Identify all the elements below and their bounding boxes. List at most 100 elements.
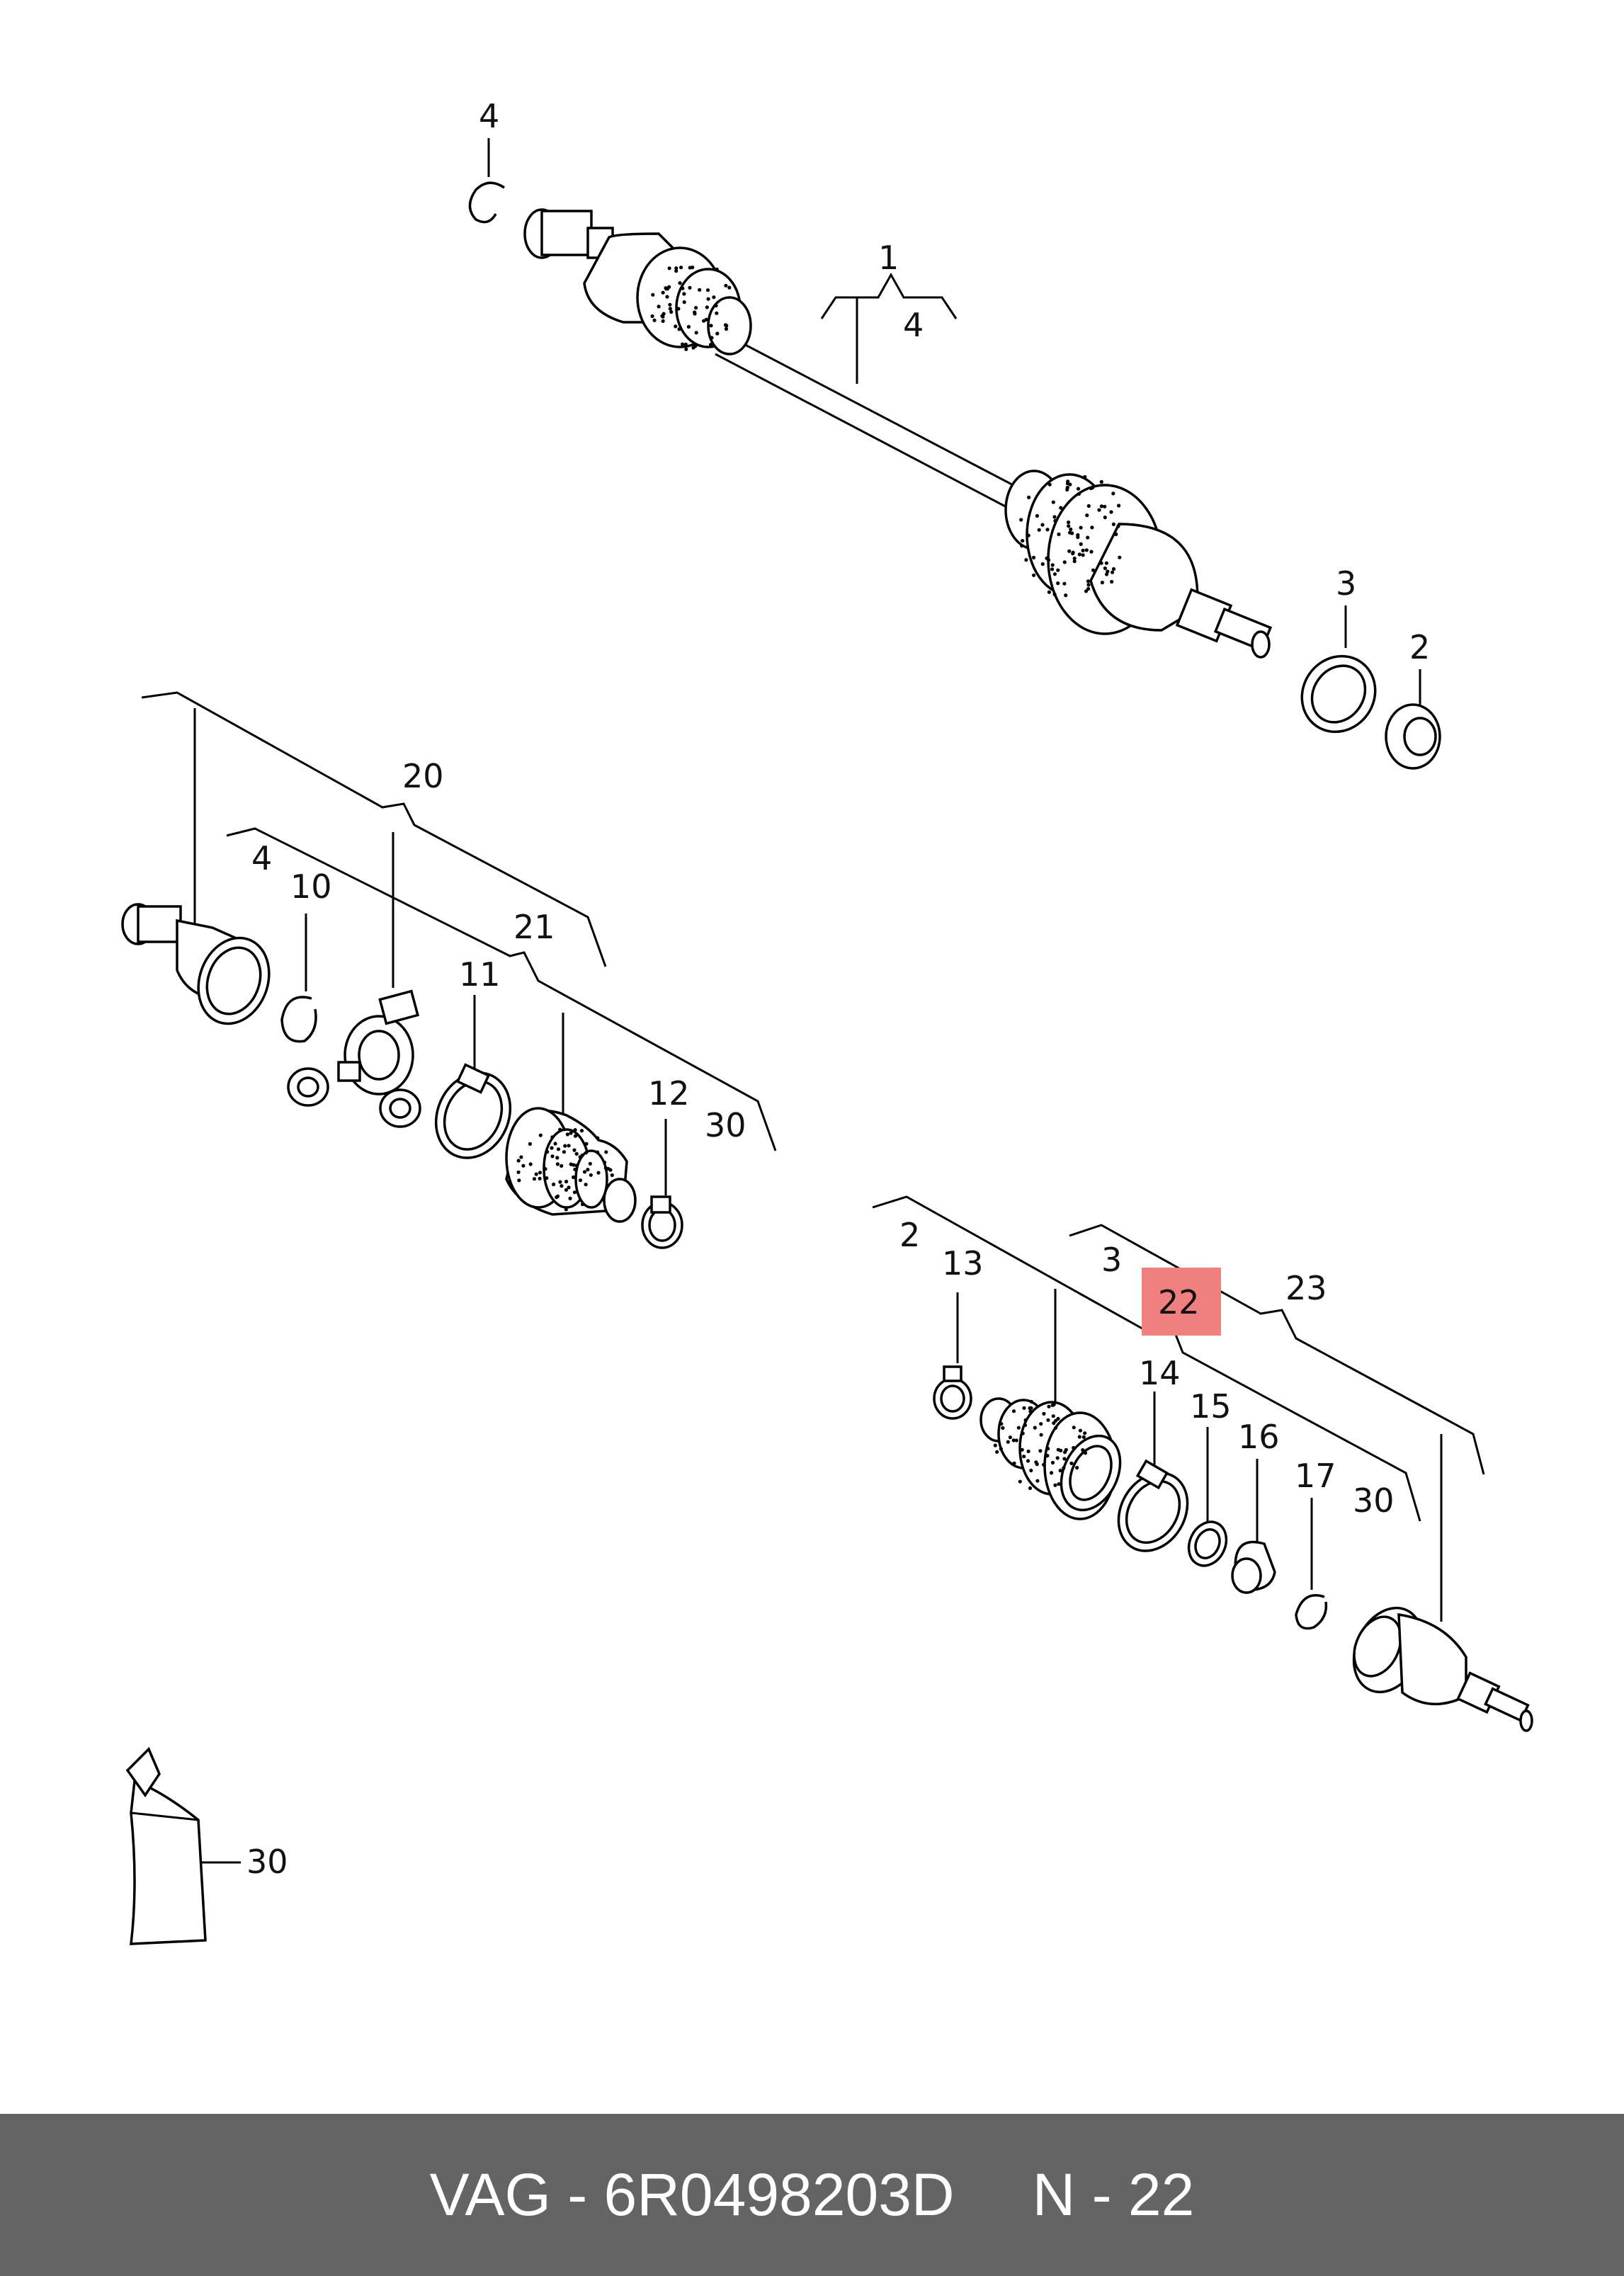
boot-dot	[1097, 508, 1101, 512]
boot-dot	[1028, 1409, 1033, 1413]
tripod-joint-icon	[287, 989, 421, 1128]
boot-dots-outer	[993, 1399, 1088, 1491]
boot-dot	[705, 305, 709, 309]
boot-dot	[1050, 1471, 1054, 1475]
boot-dot	[1045, 528, 1050, 532]
boot-dot	[528, 1162, 533, 1166]
boot-dot	[1032, 573, 1036, 577]
boot-dot	[1033, 1426, 1037, 1430]
boot-dot	[1070, 531, 1074, 535]
boot-dot	[995, 1450, 999, 1454]
boot-dot	[668, 302, 672, 307]
boot-dot	[1117, 503, 1121, 508]
boot-dot	[693, 344, 698, 348]
label-outer-22: 22	[1158, 1283, 1200, 1321]
boot-dot	[674, 324, 678, 329]
label-outer-30: 30	[1353, 1481, 1395, 1520]
boot-dot	[1052, 592, 1057, 597]
boot-dot	[1006, 1440, 1010, 1444]
boot-dot	[1042, 1462, 1046, 1467]
boot-dot	[1111, 491, 1115, 496]
boot-dot	[573, 1128, 577, 1132]
boot-dot	[1104, 572, 1109, 576]
boot-dot	[521, 1163, 526, 1168]
boot-dot	[1081, 1448, 1085, 1452]
cv-joint-icon	[1352, 1606, 1533, 1732]
boot-dot	[1051, 1414, 1055, 1418]
label-outer-23: 23	[1285, 1269, 1327, 1307]
boot-dot	[1023, 1418, 1028, 1422]
label-part-11: 11	[459, 955, 501, 994]
boot-dot	[1084, 589, 1089, 593]
boot-dot	[657, 305, 661, 309]
boot-dot	[684, 347, 688, 351]
boot-dot	[1062, 560, 1067, 564]
boot-dot	[569, 1131, 573, 1135]
boot-dot	[1084, 548, 1089, 552]
boot-dot	[564, 1179, 569, 1184]
boot-dot	[714, 304, 718, 308]
boot-dot	[1052, 1401, 1057, 1405]
boot-dot	[1076, 487, 1081, 491]
boot-dot	[1099, 504, 1103, 508]
boot-dot	[1008, 1435, 1012, 1440]
boot-dot	[709, 324, 713, 328]
boot-dot	[678, 281, 682, 285]
boot-dot	[1038, 1449, 1043, 1453]
boot-dot	[1077, 491, 1081, 496]
boot-dot	[1111, 567, 1116, 571]
boot-dot	[1078, 1428, 1082, 1433]
label-top-shaft: 1	[878, 239, 899, 277]
boot-dot	[652, 318, 657, 322]
boot-dot	[560, 1184, 564, 1188]
boot-dot	[1031, 555, 1036, 560]
boot-dot	[702, 319, 706, 323]
boot-dot	[550, 1154, 555, 1159]
boot-dot	[724, 326, 729, 331]
boot-dot	[1026, 533, 1030, 537]
boot-dot	[1022, 1406, 1026, 1410]
boot-dot	[1052, 515, 1057, 519]
boot-dot	[725, 324, 729, 328]
boot-dot	[1062, 1457, 1067, 1461]
label-part-15: 15	[1190, 1387, 1232, 1426]
boot-dot	[596, 1171, 601, 1175]
boot-dot	[555, 1162, 560, 1166]
boot-dot	[1090, 525, 1094, 530]
boot-dot	[1047, 590, 1051, 594]
boot-dot	[1034, 1460, 1038, 1464]
label-top-nut: 2	[1409, 628, 1430, 666]
boot-dot	[565, 1132, 570, 1137]
boot-dot	[1083, 1451, 1088, 1455]
boot-dot	[1040, 562, 1045, 567]
boot-dot	[1072, 1426, 1076, 1430]
boot-dot	[993, 1443, 997, 1447]
boot-dot	[1018, 1479, 1022, 1484]
boot-dot	[674, 266, 678, 271]
boot-dot	[1045, 1454, 1050, 1458]
boot-dot	[1046, 1447, 1050, 1451]
highlight-box	[1142, 1268, 1221, 1336]
boot-dot	[1011, 1438, 1016, 1443]
label-part-16: 16	[1238, 1418, 1280, 1456]
boot-dot	[553, 1142, 557, 1146]
boot-dot	[572, 1190, 577, 1195]
boot-dot	[705, 288, 710, 292]
boot-dot	[1083, 474, 1087, 479]
label-part-17: 17	[1295, 1457, 1336, 1495]
boot-dot	[574, 1163, 579, 1168]
footer-brand: VAG	[429, 2161, 551, 2228]
boot-dot	[1089, 487, 1094, 491]
boot-dot	[712, 295, 716, 300]
boot-dot	[1047, 1404, 1051, 1409]
circlip-icon	[1295, 1594, 1328, 1630]
label-top-sub: 4	[903, 306, 924, 344]
boot-dot	[1053, 1483, 1057, 1487]
label-inner-30: 30	[705, 1106, 746, 1144]
boot-dot	[661, 314, 665, 319]
boot-dot	[664, 286, 668, 290]
boot-dot	[538, 1171, 543, 1175]
boot-dot	[1077, 1435, 1081, 1439]
boot-dots-inner	[516, 1127, 614, 1212]
boot-dot	[1114, 532, 1118, 537]
